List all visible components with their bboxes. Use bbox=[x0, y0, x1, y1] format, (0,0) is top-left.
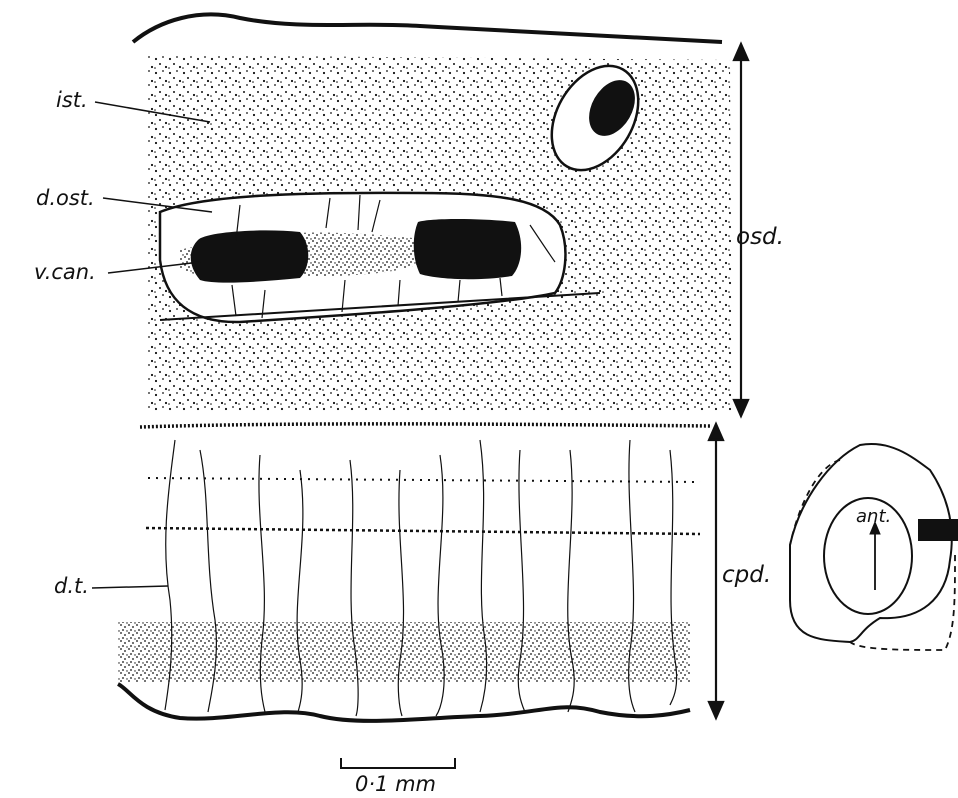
section-bottom-outline bbox=[118, 684, 690, 721]
scale-bar bbox=[341, 758, 455, 769]
lower-stippled-band bbox=[118, 622, 690, 682]
label-cpd: cpd. bbox=[722, 564, 771, 587]
label-ist: ist. bbox=[56, 90, 88, 111]
zone-divider-upper bbox=[140, 424, 712, 427]
growth-line-1 bbox=[148, 478, 700, 482]
growth-line-2 bbox=[146, 528, 700, 534]
vascular-canal-left bbox=[191, 230, 309, 282]
label-osd: osd. bbox=[736, 226, 784, 249]
section-top-outline bbox=[133, 14, 722, 42]
cpd-extent-arrow bbox=[709, 424, 723, 718]
label-v-can: v.can. bbox=[34, 262, 96, 283]
label-ant: ant. bbox=[856, 508, 891, 526]
label-d-t: d.t. bbox=[54, 576, 89, 597]
orientation-inset bbox=[790, 444, 958, 650]
label-scale: 0·1 mm bbox=[355, 774, 436, 795]
label-d-ost: d.ost. bbox=[36, 188, 95, 209]
vascular-canal-right bbox=[414, 219, 521, 279]
